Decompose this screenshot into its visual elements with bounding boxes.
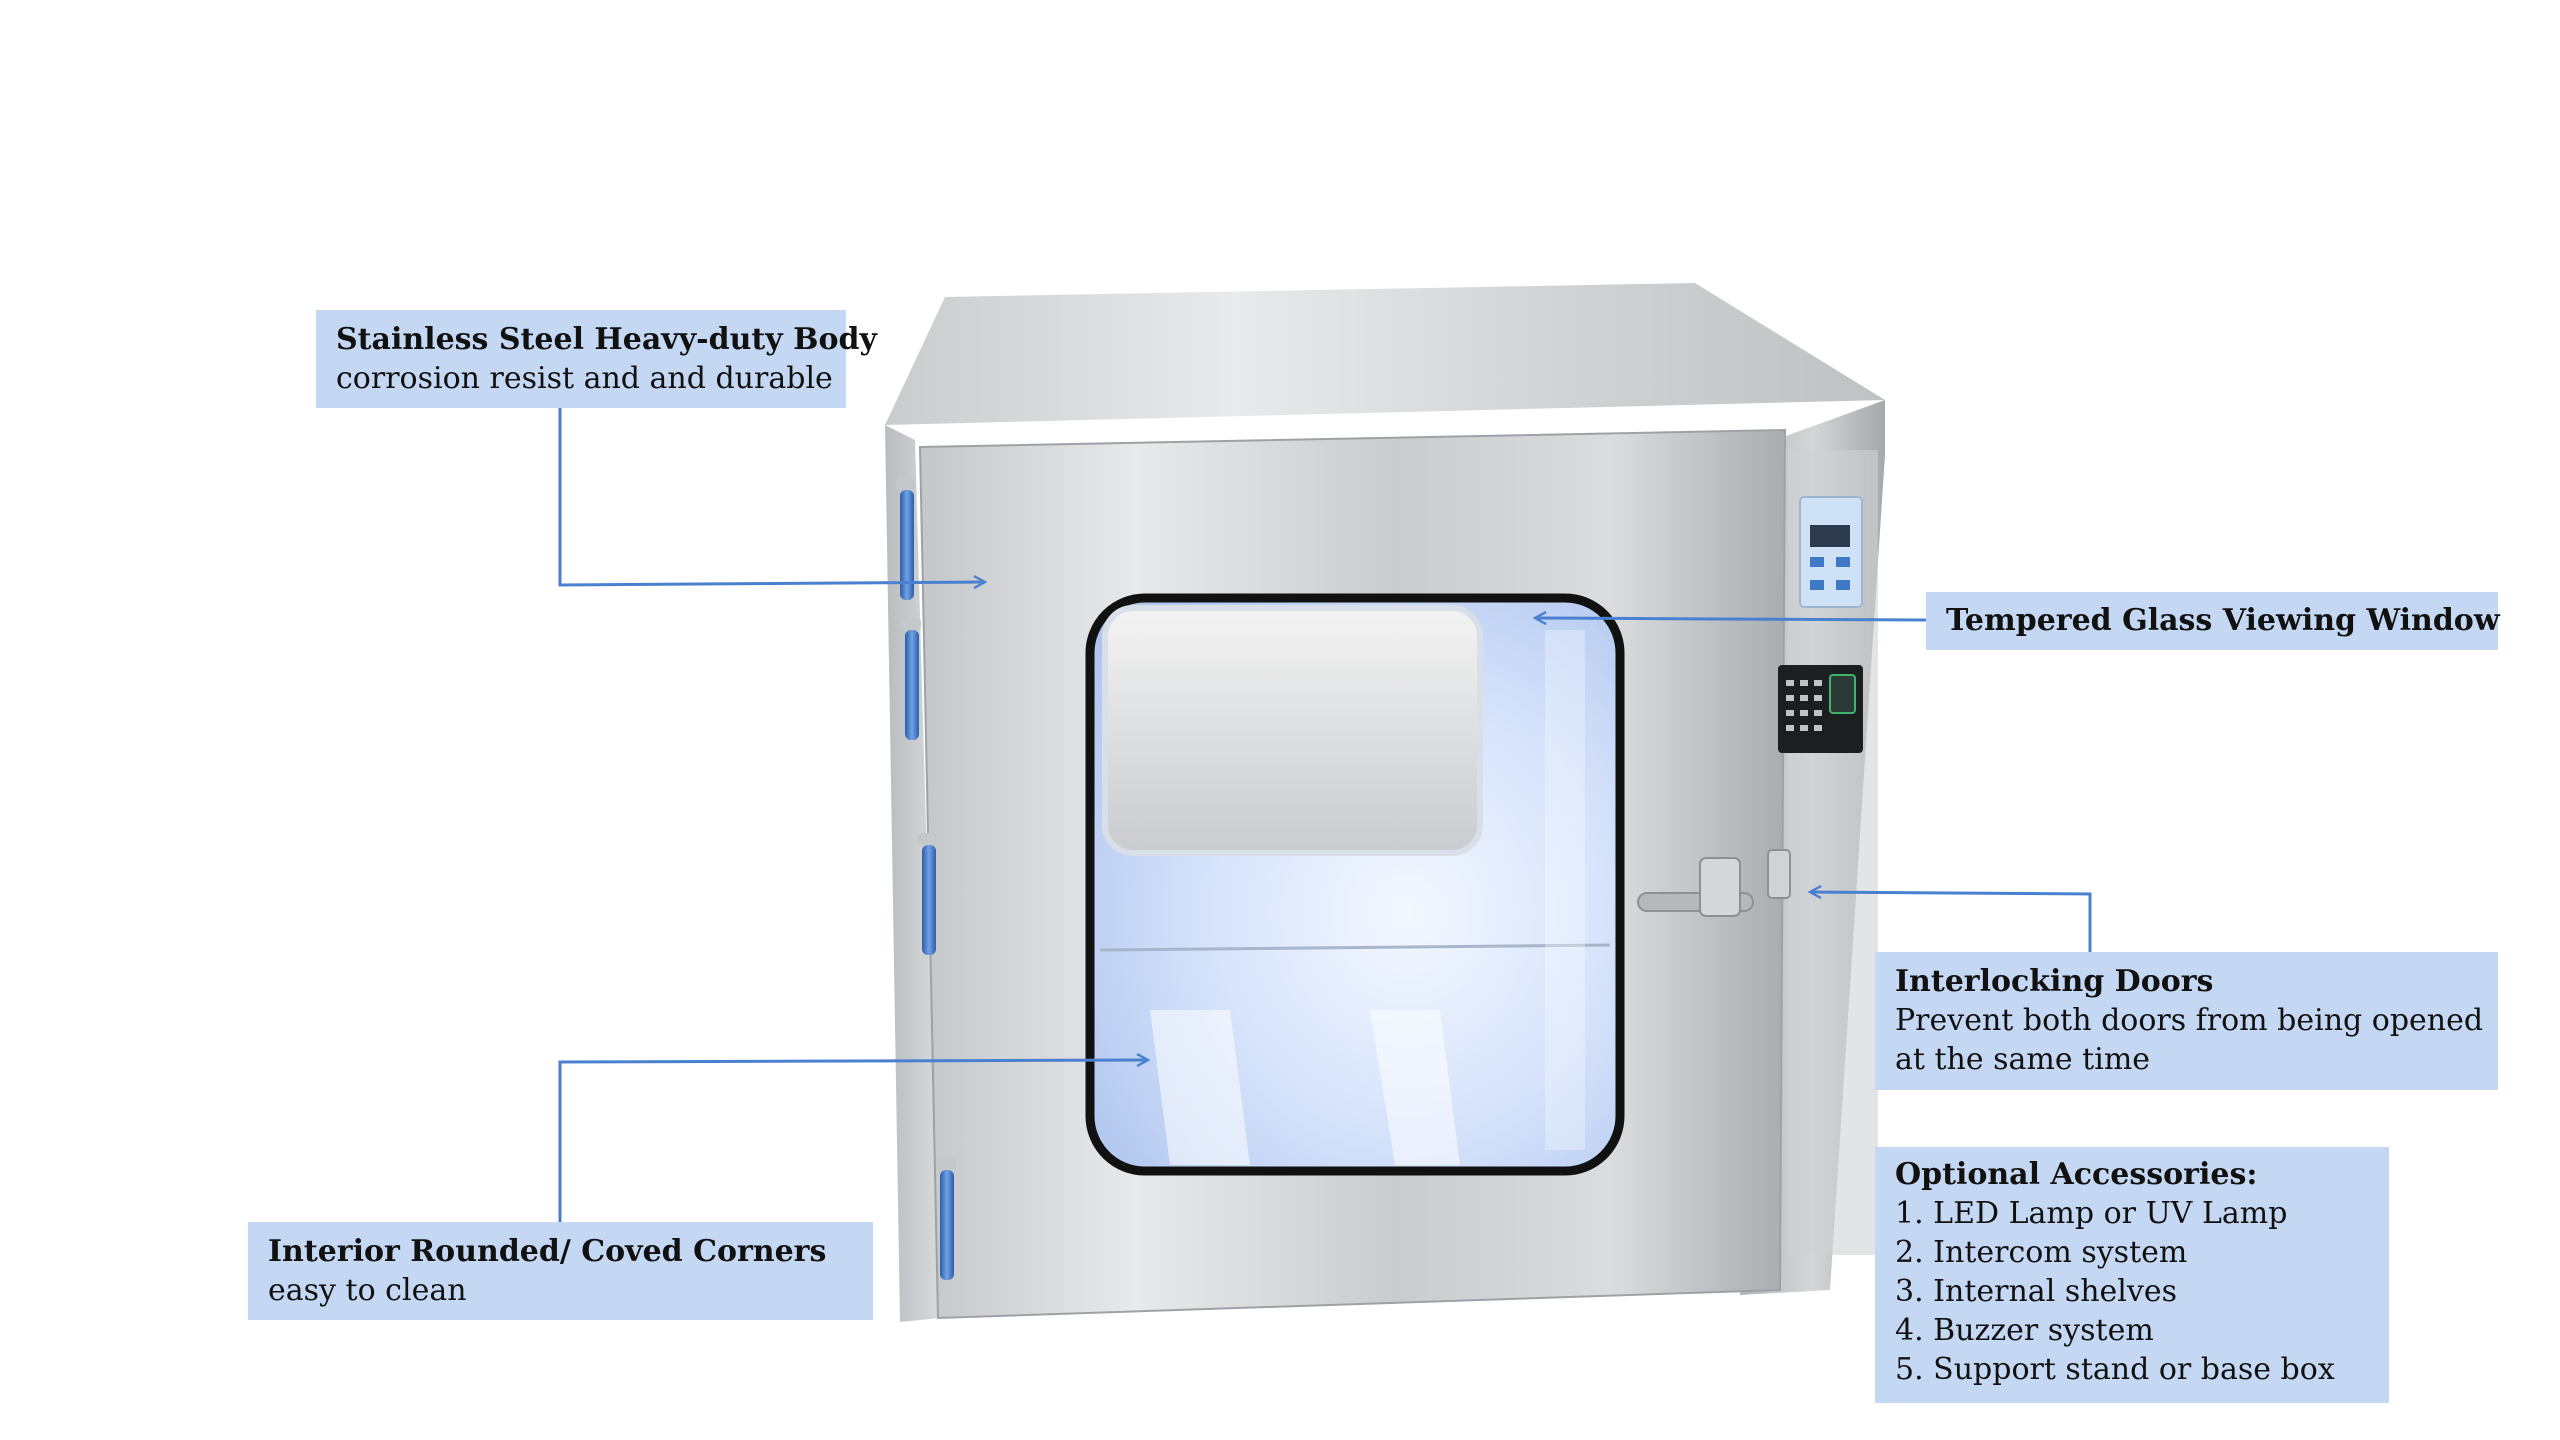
window-back-panel: [1102, 605, 1483, 856]
accessory-item: 4. Buzzer system: [1895, 1313, 2154, 1348]
callout-corners-title: Interior Rounded/ Coved Corners: [268, 1234, 827, 1269]
callout-interlocking-doors: Interlocking Doors Prevent both doors fr…: [1875, 952, 2498, 1090]
keypad-lock: [1778, 665, 1863, 753]
leader-lines: [558, 408, 2092, 1222]
accessory-item: 2. Intercom system: [1895, 1235, 2188, 1270]
callout-coved-corners: Interior Rounded/ Coved Corners easy to …: [248, 1222, 873, 1320]
door-handle: [1637, 849, 1791, 917]
accessory-item: 5. Support stand or base box: [1895, 1352, 2335, 1387]
leader-interlock: [1810, 892, 2092, 952]
leader-corners: [558, 1060, 1148, 1222]
callout-glass-title: Tempered Glass Viewing Window: [1946, 603, 2500, 638]
callout-optional-accessories: Optional Accessories: 1. LED Lamp or UV …: [1875, 1147, 2389, 1403]
door-hinges: [896, 478, 956, 1280]
control-panel: [1799, 496, 1863, 608]
cabinet-left-edge: [885, 425, 940, 1322]
callout-interlock-line1: Prevent both doors from being opened: [1895, 1003, 2484, 1038]
callout-accessories-title: Optional Accessories:: [1895, 1157, 2258, 1192]
callout-interlock-line2: at the same time: [1895, 1042, 2151, 1077]
accessory-item: 1. LED Lamp or UV Lamp: [1895, 1196, 2288, 1231]
accessory-item: 3. Internal shelves: [1895, 1274, 2177, 1309]
callout-stainless-body: Stainless Steel Heavy-duty Body corrosio…: [316, 310, 877, 408]
cabinet-top: [885, 283, 1885, 425]
callout-body-subtitle: corrosion resist and and durable: [336, 361, 833, 396]
interior-shelf-line: [1099, 943, 1611, 952]
callout-corners-subtitle: easy to clean: [268, 1273, 467, 1308]
callout-interlock-title: Interlocking Doors: [1895, 964, 2214, 999]
callout-body-title: Stainless Steel Heavy-duty Body: [336, 322, 877, 357]
callout-glass-window: Tempered Glass Viewing Window: [1926, 592, 2500, 650]
interior-lamps: [1150, 630, 1585, 1165]
leader-body: [558, 408, 985, 585]
leader-glass: [1535, 618, 1927, 620]
